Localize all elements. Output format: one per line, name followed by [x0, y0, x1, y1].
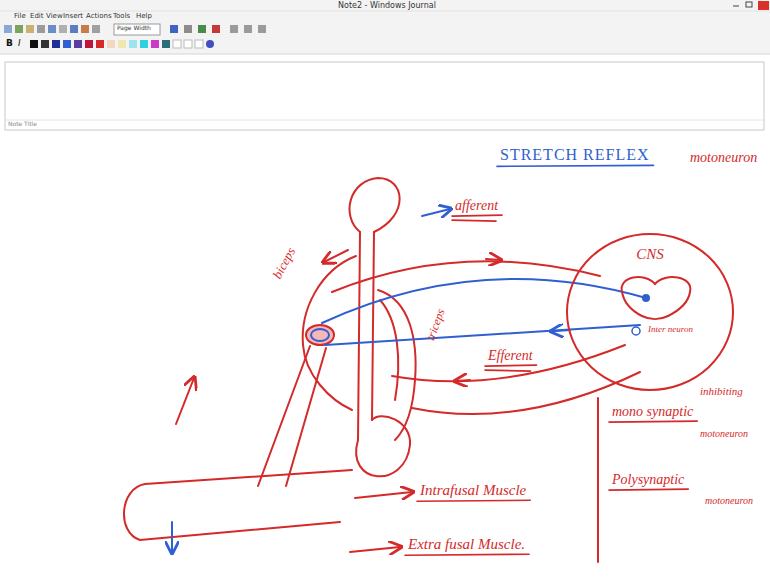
menu-item: File [14, 12, 26, 20]
arm-drawing [124, 178, 640, 562]
handwritten-note: inhibiting [700, 385, 743, 398]
menu-item: View [46, 12, 63, 20]
note-title-box [5, 62, 764, 130]
underline [609, 489, 688, 490]
muscle-name: biceps [270, 245, 299, 281]
nerve-path [172, 209, 646, 552]
handwritten-note: Efferent [488, 348, 533, 364]
muscle-spindle [306, 325, 334, 345]
zoom-select: Page Width [117, 25, 151, 32]
underline [485, 365, 537, 366]
note-title-label: Note Title [8, 121, 37, 128]
handwritten-note: afferent [455, 198, 498, 214]
toolbar-band [0, 0, 770, 54]
italic-button: I [18, 38, 21, 48]
region-ellipse: CNS [565, 232, 735, 392]
interneuron-dot [632, 327, 640, 335]
handwritten-note: motoneuron [705, 495, 753, 507]
spinal-cord [622, 277, 691, 319]
handwritten-note: Inter neuron [648, 324, 693, 334]
heading: STRETCH REFLEX [500, 146, 650, 164]
toolbar-icons [4, 24, 266, 48]
muscle-type: Intrafusal Muscle [420, 482, 526, 499]
underline [497, 165, 654, 166]
muscle-name: triceps [424, 307, 448, 342]
underline [417, 500, 530, 501]
menu-item: Insert [63, 12, 83, 20]
handwritten-note: motoneuron [700, 428, 748, 440]
menu-item: Help [136, 12, 152, 20]
menu-item: Tools [113, 12, 130, 20]
synapse-dot [642, 294, 650, 302]
menu-item: Edit [30, 12, 44, 20]
region-name: CNS [565, 232, 735, 263]
handwritten-note: motoneuron [690, 150, 757, 166]
window-title: Note2 - Windows Journal [338, 1, 436, 10]
menu-item: Actions [86, 12, 112, 20]
window-buttons [733, 1, 769, 10]
underline [452, 220, 496, 221]
handwritten-note: Polysynaptic [612, 472, 684, 488]
underline [452, 215, 502, 216]
underline [609, 421, 697, 422]
muscle-type: Extra fusal Muscle. [408, 536, 525, 553]
underline [485, 370, 531, 371]
underline [405, 554, 529, 555]
bold-button: B [6, 38, 13, 48]
handwritten-note: mono synaptic [612, 404, 693, 420]
